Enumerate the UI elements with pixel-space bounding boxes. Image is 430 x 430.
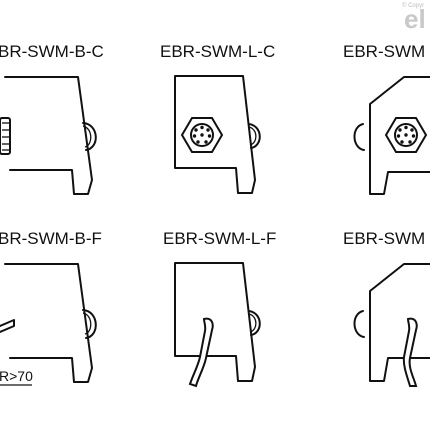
label-ebr-swm-b-f: BR-SWM-B-F xyxy=(0,229,102,248)
cable-right xyxy=(402,317,418,387)
cable xyxy=(188,317,214,388)
drawing-ebr-swm-l-c xyxy=(174,75,261,194)
label-ebr-swm-right-bottom: EBR-SWM xyxy=(343,229,425,248)
connector-pins xyxy=(192,125,212,144)
drawing-ebr-swm-b-c xyxy=(0,76,97,195)
watermark-copyright: © Copyr xyxy=(402,2,424,9)
drawing-ebr-swm-b-f: R>70 xyxy=(0,263,97,386)
drawing-ebr-swm-right-bottom xyxy=(353,263,430,387)
drawing-ebr-swm-right-top xyxy=(353,76,430,195)
drawing-ebr-swm-l-f xyxy=(174,262,261,388)
watermark-logo: el xyxy=(404,4,426,34)
label-ebr-swm-b-c: BR-SWM-B-C xyxy=(0,42,104,61)
bend-radius-annotation: R>70 xyxy=(0,368,33,384)
label-ebr-swm-l-c: EBR-SWM-L-C xyxy=(160,42,275,61)
label-ebr-swm-l-f: EBR-SWM-L-F xyxy=(163,229,276,248)
label-ebr-swm-right-top: EBR-SWM xyxy=(343,42,425,61)
